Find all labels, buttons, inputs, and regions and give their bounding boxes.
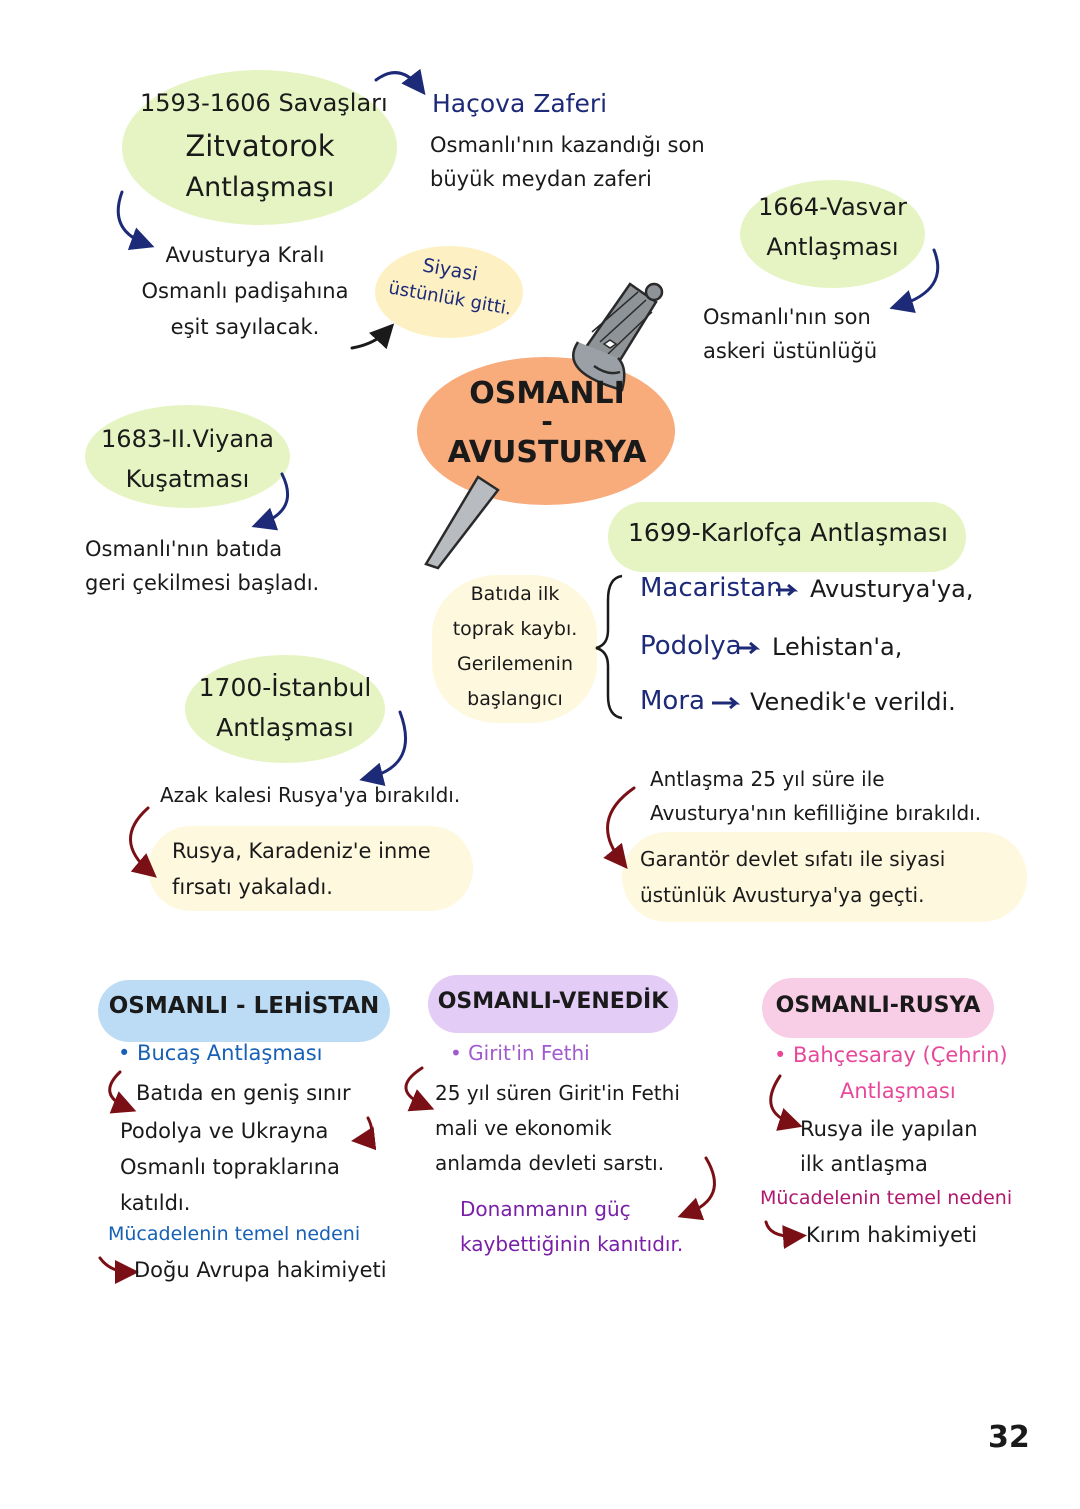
venedik-header: OSMANLI-VENEDİK [437,989,669,1014]
arrow-rusya-2 [764,1220,807,1250]
karlofca-side-3: Gerilemenin [456,653,574,675]
siyasi-bubble [375,246,523,338]
rusya-body-1: Rusya ile yapılan [800,1117,978,1141]
lehistan-header-blob [98,980,390,1042]
zitvatorok-title-2: Zitvatorok [185,129,335,163]
viyana-note-2: geri çekilmesi başladı. [85,571,320,595]
arrow-zitvatorok-note [116,190,155,251]
dagger-icon [424,282,664,570]
karlofca-row-3-to: Venedik'e verildi. [750,688,956,716]
arrow-to-bubble [350,323,395,350]
zitvatorok-title-3: Antlaşması [185,172,335,203]
vasvar-note-1: Osmanlı'nın son [703,305,871,329]
arrow-rusya-1 [769,1074,803,1131]
venedik-header-blob [428,975,678,1033]
karlofca-side-2: toprak kaybı. [452,618,578,640]
hacova-title: Haçova Zaferi [432,89,608,118]
karlofca-note-1: Antlaşma 25 yıl süre ile [650,767,885,791]
vasvar-title-1: 1664-Vasvar [758,193,907,221]
viyana-note-1: Osmanlı'nın batıda [85,537,283,561]
center-blob [417,357,675,505]
karlofca-row-2-to: Lehistan'a, [772,633,903,661]
rusya-body-2: ilk antlaşma [800,1152,928,1176]
vasvar-blob [740,180,925,288]
karlofca-result-1: Garantör devlet sıfatı ile siyasi [640,847,946,871]
arrow-lehistan-2 [351,1116,377,1151]
zitvatorok-note-3: eşit sayılacak. [170,315,320,339]
istanbul-blob [185,655,385,763]
istanbul-result-1: Rusya, Karadeniz'e inme [172,839,431,863]
rusya-bullet: • Bahçesaray (Çehrin) [774,1043,1008,1067]
center-title-dash: - [541,405,553,438]
arrow-viyana-note [251,472,290,531]
karlofca-title: 1699-Karlofça Antlaşması [628,518,948,547]
istanbul-result-2: fırsatı yakaladı. [172,875,333,899]
lehistan-body-3: Osmanlı topraklarına [120,1155,340,1179]
vasvar-note-2: askeri üstünlüğü [703,339,878,363]
karlofca-brace [595,574,623,720]
istanbul-note: Azak kalesi Rusya'ya bırakıldı. [160,783,461,807]
arrow-lehistan-1 [108,1070,137,1114]
karlofca-row-1-from: Macaristan [640,573,783,603]
arrow-venedik-1 [404,1066,435,1112]
karlofca-side-4: başlangıcı [467,688,563,710]
center-title-line2: AVUSTURYA [447,435,647,470]
karlofca-note-2: Avusturya'nın kefilliğine bırakıldı. [650,801,982,825]
hacova-note-2: büyük meydan zaferi [430,167,652,191]
rusya-reason-label: Mücadelenin temel nedeni [760,1187,1013,1209]
karlofca-row-1-to: Avusturya'ya, [810,575,974,603]
page-number: 32 [988,1420,1030,1455]
venedik-body-1: 25 yıl süren Girit'in Fethi [435,1081,680,1105]
arrow-venedik-2 [677,1156,716,1221]
lehistan-reason-label: Mücadelenin temel nedeni [108,1223,361,1245]
karlofca-row-2-from: Podolya [640,631,742,661]
rusya-header-blob [762,978,994,1038]
arrow-istanbul-result [129,806,157,878]
arrow-vasvar-note [889,248,940,314]
viyana-blob [85,405,290,508]
rusya-bullet-2: Antlaşması [840,1079,956,1103]
zitvatorok-note-2: Osmanlı padişahına [141,279,349,303]
istanbul-title-2: Antlaşması [216,713,354,742]
lehistan-bullet: • Bucaş Antlaşması [118,1041,323,1065]
karlofca-row-3-from: Mora [640,686,705,716]
zitvatorok-blob [122,70,397,225]
lehistan-body-4: katıldı. [120,1191,191,1215]
karlofca-side-blob [432,575,597,723]
vasvar-title-2: Antlaşması [766,233,899,261]
istanbul-title-1: 1700-İstanbul [198,673,372,702]
lehistan-body-1: Batıda en geniş sınır [136,1081,351,1105]
arrow-to-hacova [374,68,426,96]
karlofca-side-1: Batıda ilk [470,583,560,605]
venedik-result-2: kaybettiğinin kanıtıdır. [460,1232,684,1256]
rusya-header: OSMANLI-RUSYA [775,993,981,1018]
viyana-title-2: Kuşatması [125,465,250,493]
karlofca-result-blob [622,832,1027,922]
arrow-lehistan-3 [98,1256,139,1284]
lehistan-header: OSMANLI - LEHİSTAN [108,993,380,1019]
karlofca-blob [608,502,966,572]
zitvatorok-title-1: 1593-1606 Savaşları [140,89,388,117]
venedik-body-2: mali ve ekonomik [435,1116,612,1140]
istanbul-result-blob [148,826,473,911]
hacova-note-1: Osmanlı'nın kazandığı son [430,133,705,157]
center-title-line1: OSMANLI [469,376,625,411]
zitvatorok-note-1: Avusturya Kralı [165,243,325,267]
viyana-title-1: 1683-II.Viyana [101,425,274,453]
lehistan-body-2: Podolya ve Ukrayna [120,1119,329,1143]
karlofca-result-2: üstünlük Avusturya'ya geçti. [640,883,925,907]
venedik-result-1: Donanmanın güç [460,1197,631,1221]
venedik-bullet: • Girit'in Fethi [450,1041,590,1065]
lehistan-reason: Doğu Avrupa hakimiyeti [134,1258,387,1282]
arrow-karlofca-result [603,786,636,869]
arrow-istanbul-note [359,710,408,786]
rusya-reason: Kırım hakimiyeti [806,1223,978,1247]
venedik-body-3: anlamda devleti sarstı. [435,1151,665,1175]
